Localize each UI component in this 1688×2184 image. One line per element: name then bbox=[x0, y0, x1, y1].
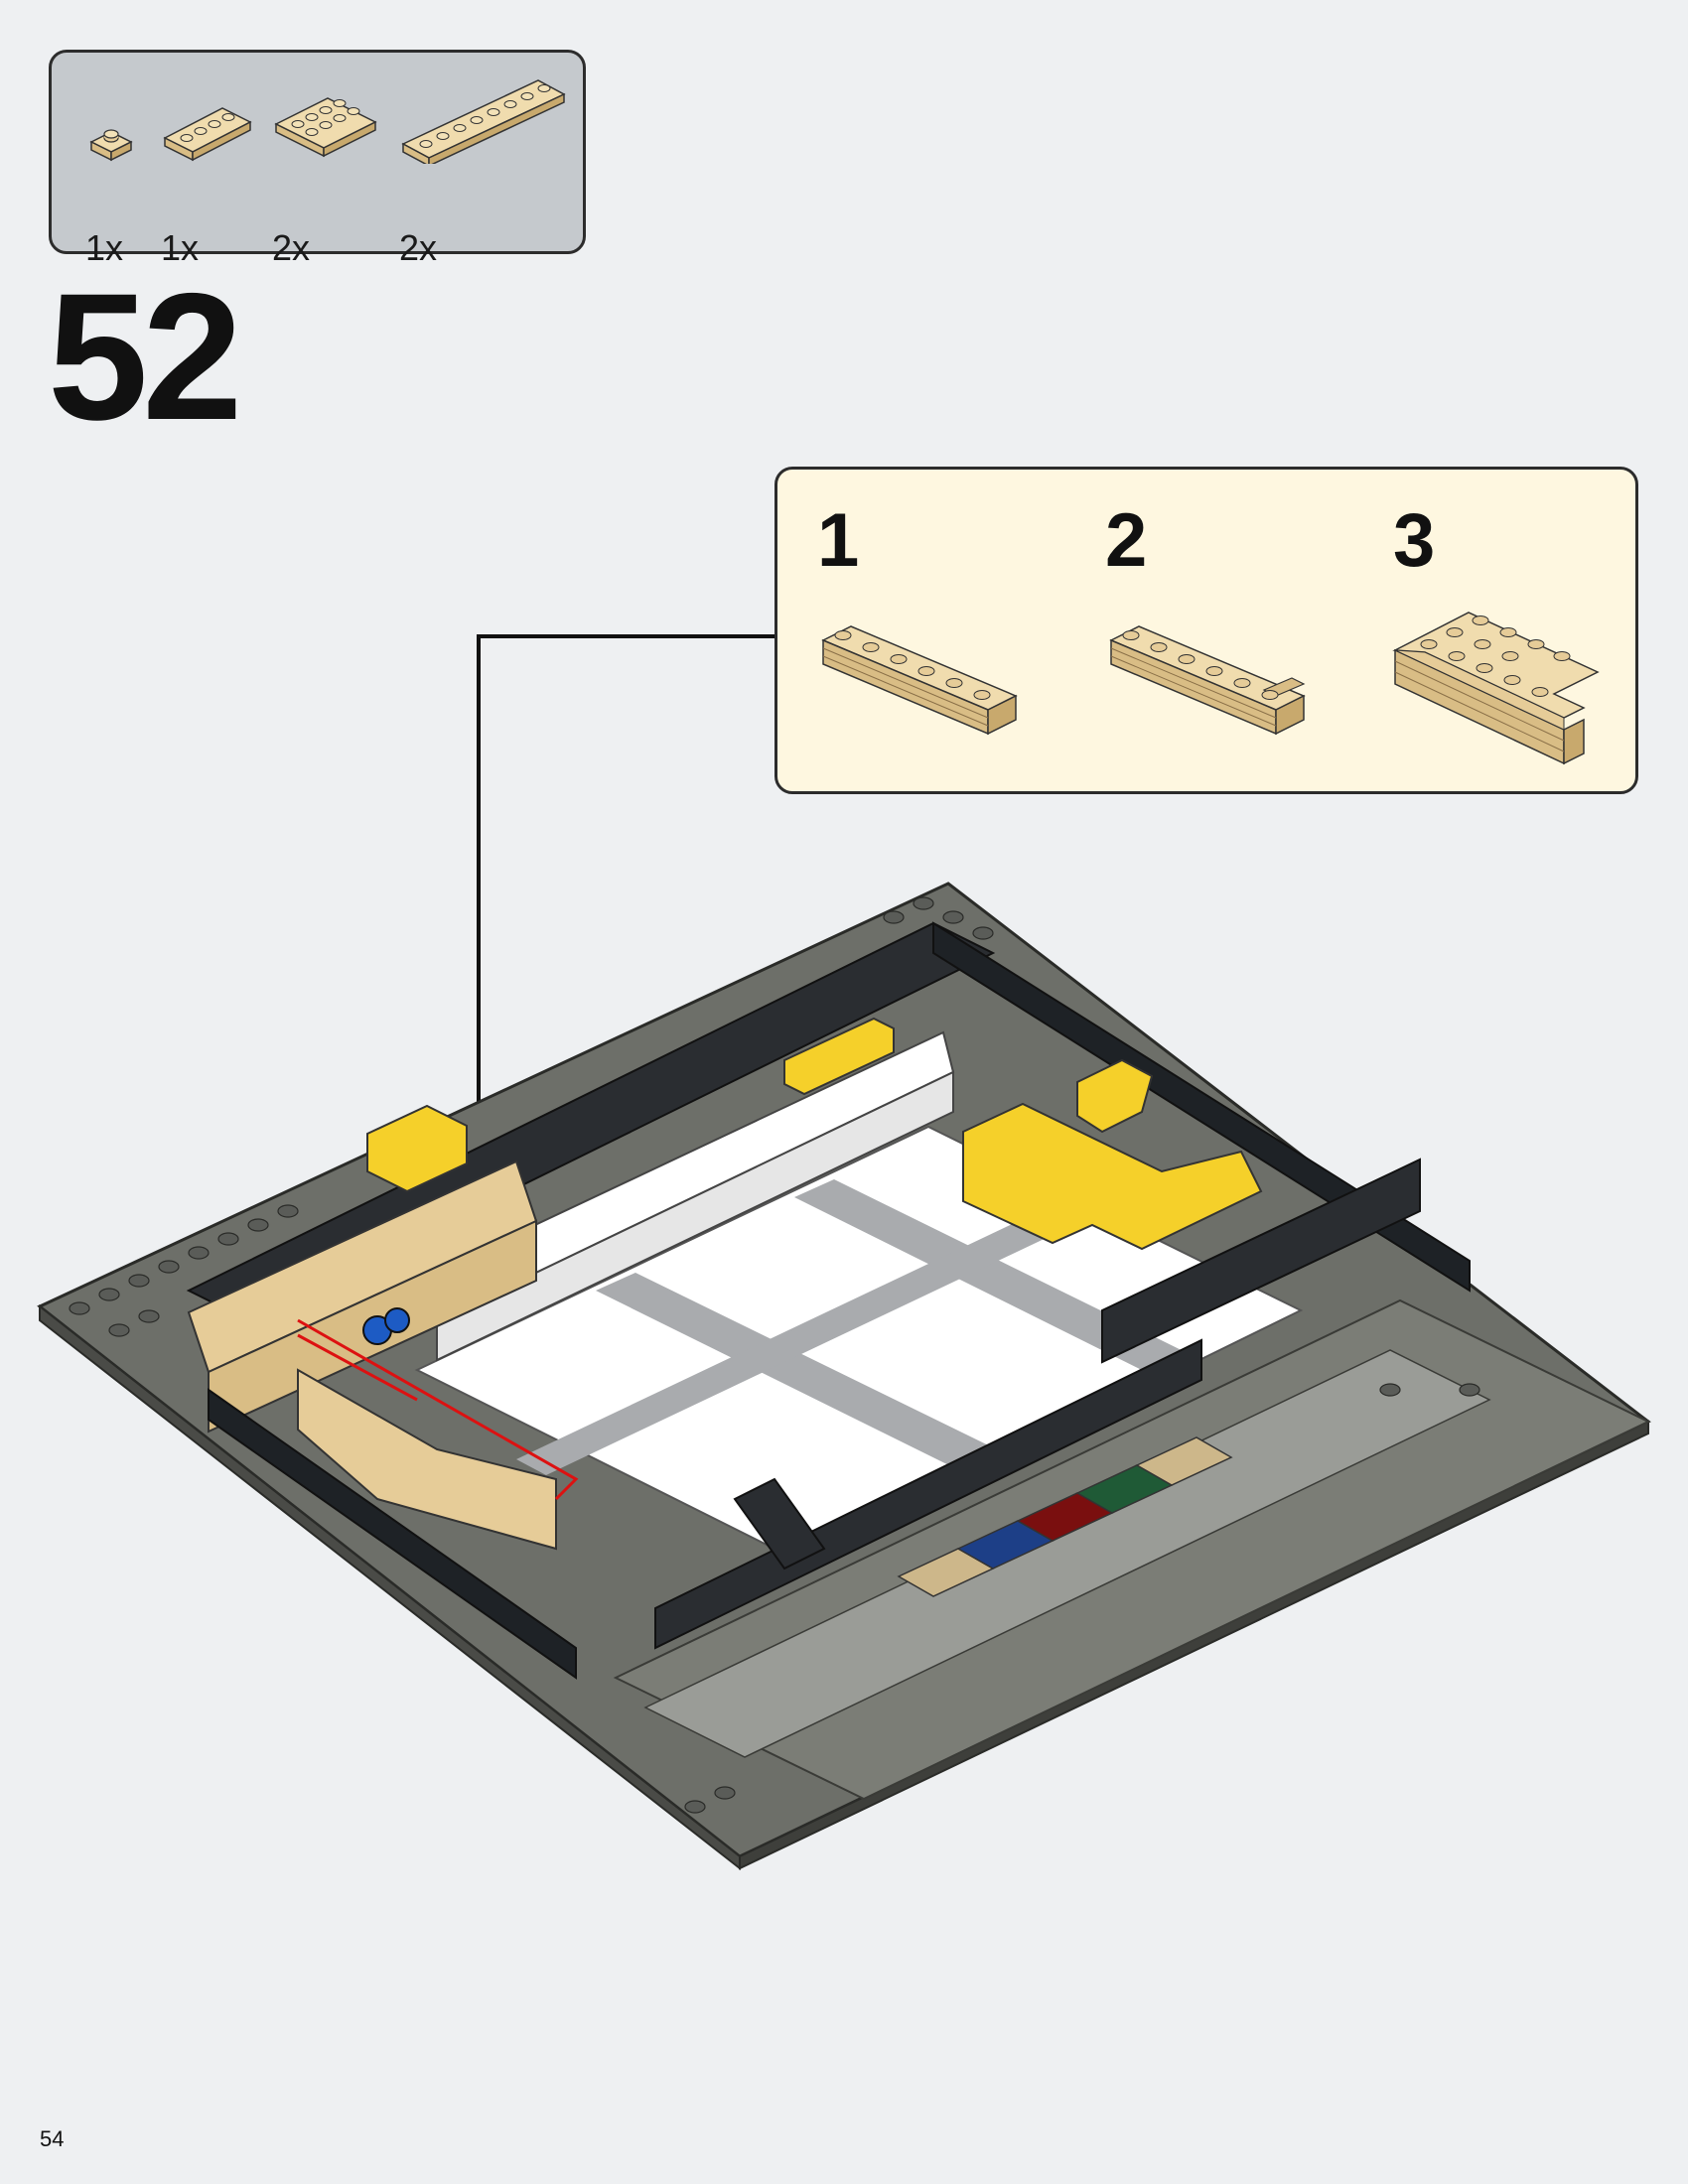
part-item: 2x bbox=[399, 74, 568, 268]
tan-brick-corner-assembly-icon bbox=[1392, 612, 1600, 765]
tan-brick-stack-1x6-icon bbox=[821, 625, 1018, 736]
yellow-bricks bbox=[962, 1102, 1263, 1251]
part-item: 1x bbox=[85, 104, 145, 268]
substep-number: 1 bbox=[817, 498, 860, 583]
tan-plate-1x1-icon bbox=[89, 129, 133, 162]
front-wall bbox=[208, 1388, 577, 1680]
part-qty: 1x bbox=[85, 227, 124, 268]
substeps-callout: 1 2 3 bbox=[774, 467, 1638, 794]
white-floor bbox=[414, 1125, 1304, 1561]
substep-number: 3 bbox=[1393, 498, 1436, 583]
step-number: 52 bbox=[48, 255, 242, 458]
part-item: 1x bbox=[161, 82, 260, 268]
parts-list-box: 1x 1x bbox=[49, 50, 586, 268]
part-qty: 2x bbox=[272, 227, 311, 268]
page-number: 54 bbox=[40, 2126, 65, 2151]
tan-tile bbox=[1135, 1436, 1233, 1486]
tan-plate-2x4-icon bbox=[274, 97, 377, 158]
baseplate-studs bbox=[69, 896, 1480, 1814]
tan-plate-1x4-icon bbox=[163, 107, 252, 162]
part-qty: 1x bbox=[161, 227, 200, 268]
part-item: 2x bbox=[272, 78, 381, 268]
tan-brick-stack-1x6-notched-icon bbox=[1109, 625, 1306, 736]
substep-number: 2 bbox=[1105, 498, 1148, 583]
part-qty: 2x bbox=[399, 227, 438, 268]
tan-plate-1x8-icon bbox=[401, 79, 566, 164]
